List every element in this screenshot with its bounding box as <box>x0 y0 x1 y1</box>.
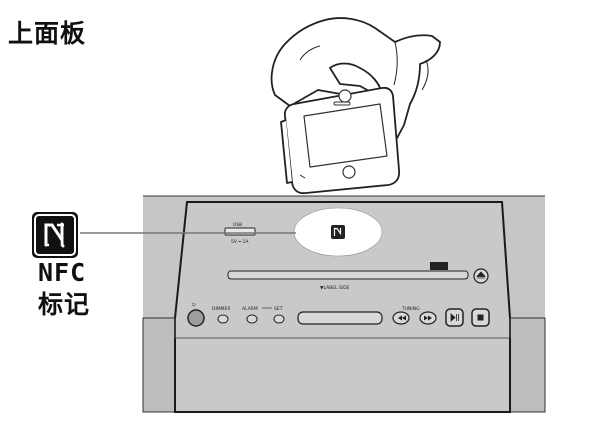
alarm-label: ALARM <box>242 306 258 312</box>
dimmer-label: DIMMER <box>212 306 231 312</box>
disc-slot: ▼LABEL SIDE <box>227 270 469 291</box>
play-pause-button[interactable] <box>445 308 464 327</box>
tuning-down-button[interactable] <box>392 311 410 325</box>
tuning-label: TUNING <box>401 306 420 312</box>
alarm-button[interactable]: ALARM <box>242 306 258 324</box>
brand-logo <box>430 262 448 270</box>
usb-label: USB <box>233 222 242 228</box>
hand-with-phone <box>270 17 441 195</box>
stop-button[interactable] <box>471 308 490 327</box>
power-icon: ⏻ <box>192 302 196 308</box>
dimmer-button[interactable]: DIMMER <box>212 306 231 324</box>
page-title: 上面板 <box>8 19 87 48</box>
set-label: SET <box>274 306 283 312</box>
nfc-n-mark-icon <box>32 212 78 258</box>
power-button[interactable]: ⏻ <box>187 302 205 327</box>
eject-button[interactable] <box>473 268 489 284</box>
device-body <box>142 195 546 413</box>
nfc-label-line2: 标记 <box>38 290 91 319</box>
set-button[interactable]: SET <box>273 306 285 324</box>
nfc-zone-icon <box>331 225 345 239</box>
disc-label: ▼LABEL SIDE <box>320 285 350 291</box>
tuning-up-button[interactable] <box>419 311 437 325</box>
display-window <box>297 311 383 325</box>
nfc-label-line1: NFC <box>38 258 87 287</box>
usb-power-label: 5V ━ 1A <box>231 239 249 245</box>
